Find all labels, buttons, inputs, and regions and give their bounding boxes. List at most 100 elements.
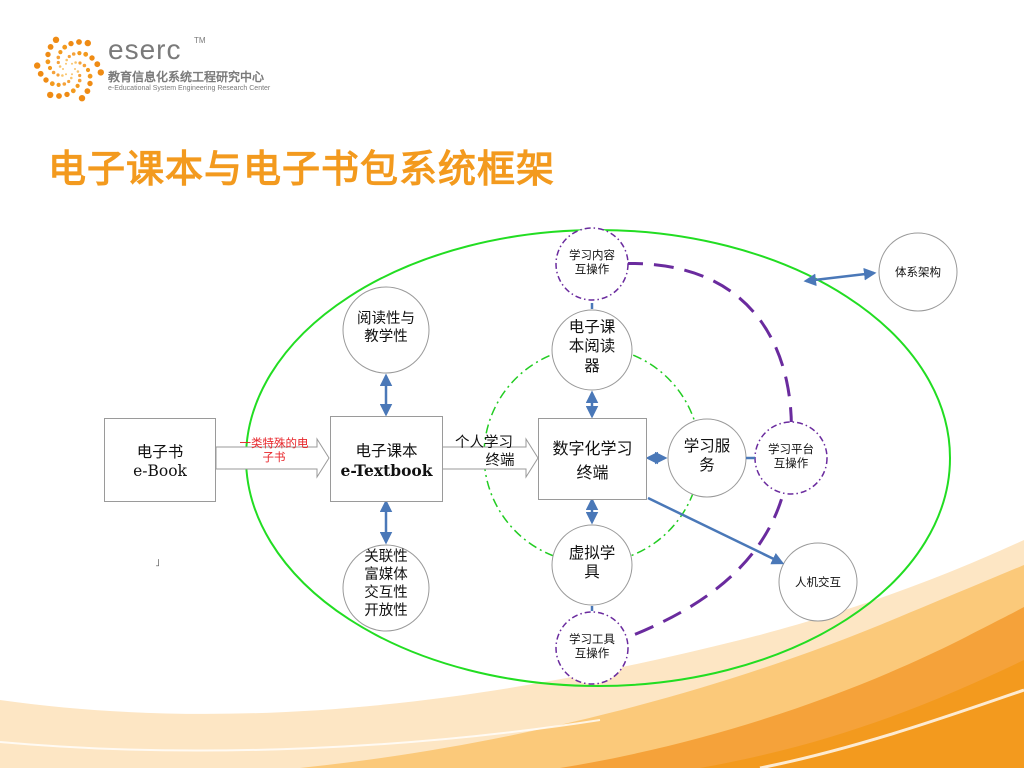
logo-dot (58, 50, 63, 55)
logo-dot (83, 51, 89, 57)
logo-dot (34, 62, 41, 69)
logo-dot (62, 82, 67, 86)
logo-name-cn: 教育信息化系统工程研究中心 (108, 70, 265, 84)
etextbook-box: 电子课本 e-Textbook (330, 416, 443, 502)
logo-dot (68, 40, 74, 47)
logo-dot (74, 68, 76, 70)
logo-dot (71, 73, 73, 76)
special-ebook-label: 一类特殊的电 子书 (222, 436, 326, 465)
learning-service-label: 学习服 务 (667, 437, 747, 476)
tool-interop-circle (555, 611, 629, 685)
platform-interop-line1: 学习平台 (768, 442, 814, 456)
hci-circle (778, 542, 858, 622)
related-line4: 开放性 (364, 603, 408, 620)
reader-line3: 器 (584, 356, 600, 375)
logo-dot (70, 76, 73, 80)
personal-terminal-line1: 个人学习 (455, 435, 513, 451)
logo-dot (56, 93, 62, 99)
logo-dot (89, 55, 95, 61)
reading-teaching-circle (342, 286, 430, 374)
logo-dot (58, 65, 62, 68)
special-ebook-line2: 子书 (262, 450, 286, 465)
logo-dot (67, 54, 71, 59)
reader-line2: 本阅读 (568, 337, 616, 356)
reading-teaching-line2: 教学性 (364, 329, 408, 346)
hollow-arrow-etextbook-to-terminal (441, 437, 539, 479)
virtual-tools-line1: 虚拟学 (568, 544, 616, 562)
personal-terminal-line2: 终端 (485, 453, 515, 470)
related-properties-label: 关联性 富媒体 交互性 开放性 (346, 548, 426, 621)
reader-circle (551, 309, 633, 391)
logo-name-en: e-Educational System Engineering Researc… (108, 85, 271, 92)
logo-dot (61, 74, 64, 77)
content-interop-label: 学习内容 互操作 (552, 248, 632, 277)
logo-dot (74, 61, 77, 64)
logo-dot (78, 73, 82, 78)
logo-dot (77, 51, 82, 56)
logo-dot (82, 63, 87, 68)
virtual-tools-circle (551, 524, 633, 606)
logo-dot (45, 59, 51, 65)
ebook-box: 电子书 e-Book (104, 418, 216, 502)
digital-terminal-box: 数字化学习 终端 (538, 418, 647, 500)
logo-dot (56, 73, 60, 77)
logo-dot (71, 52, 76, 56)
logo-dot (62, 44, 68, 50)
logo-dot (65, 73, 67, 76)
content-interop-line2: 互操作 (574, 262, 610, 277)
logo-dot (49, 81, 55, 87)
tool-interop-line1: 学习工具 (569, 632, 615, 646)
hci-label: 人机交互 (795, 575, 841, 589)
logo-dot (97, 69, 104, 76)
logo-dot (78, 95, 86, 102)
arrow-architecture (803, 267, 877, 287)
logo-dot (78, 61, 82, 65)
logo-brand: eserc (108, 34, 182, 65)
virtual-tools-label: 虚拟学 具 (552, 544, 632, 583)
stray-mark: ˩ (155, 558, 160, 569)
logo-dot (37, 70, 44, 77)
logo-dot (75, 83, 80, 88)
reading-teaching-line1: 阅读性与 (357, 311, 415, 327)
logo-dot (84, 88, 91, 94)
logo-dot (85, 67, 91, 73)
content-interop-line1: 学习内容 (569, 248, 615, 262)
logo-dot (65, 62, 67, 65)
tool-interop-label: 学习工具 互操作 (552, 632, 632, 661)
reader-line1: 电子课 (568, 318, 616, 336)
reader-label: 电子课 本阅读 器 (552, 318, 632, 376)
logo-dot (47, 65, 53, 71)
eserc-logo-icon (34, 36, 104, 102)
etextbook-label-en: e-Textbook (340, 460, 433, 480)
logo-dot (67, 79, 71, 84)
logo-dot (56, 82, 61, 87)
platform-interop-label: 学习平台 互操作 (751, 442, 831, 471)
logo-dot (87, 80, 93, 87)
logo-dot (62, 68, 64, 70)
content-interop-circle (555, 227, 629, 301)
logo-dot (84, 39, 91, 47)
related-line1: 关联性 (364, 549, 408, 565)
architecture-label: 体系架构 (895, 265, 941, 279)
personal-terminal-label: 个人学习 终端 (444, 434, 524, 470)
logo-dot (43, 77, 49, 83)
logo-dot (77, 78, 82, 83)
logo-dot (76, 39, 82, 45)
hollow-arrow-ebook-to-etextbook (215, 437, 330, 479)
arrow-terminal-hci (647, 496, 785, 565)
logo-dot (87, 73, 93, 79)
logo-dot (45, 51, 51, 58)
learning-service-line1: 学习服 (683, 437, 731, 455)
logo-trademark: TM (194, 36, 206, 45)
ebook-label-cn: 电子书 (136, 443, 184, 461)
special-ebook-line1: 一类特殊的电 (239, 436, 309, 450)
logo-dot (70, 88, 76, 94)
related-line3: 交互性 (364, 585, 408, 602)
etextbook-label-cn: 电子课本 (355, 441, 418, 460)
logo-dot (64, 91, 70, 98)
related-line2: 富媒体 (364, 567, 408, 584)
related-properties-circle (342, 544, 430, 632)
tool-interop-line2: 互操作 (574, 646, 610, 661)
